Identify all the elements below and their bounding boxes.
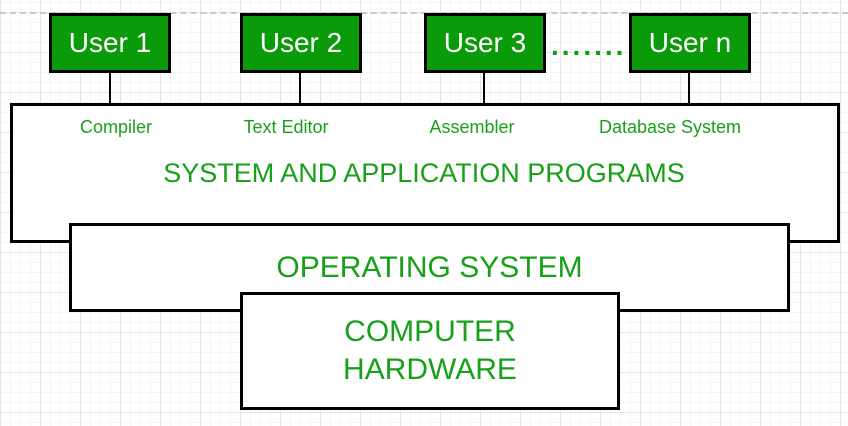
program-label-compiler: Compiler bbox=[79, 117, 153, 137]
system-application-programs-title: SYSTEM AND APPLICATION PROGRAMS bbox=[163, 158, 685, 188]
computer-hardware-title: COMPUTER HARDWARE bbox=[343, 313, 517, 389]
user-2-box: User 2 bbox=[240, 13, 362, 73]
computer-hardware-box: COMPUTER HARDWARE bbox=[240, 292, 620, 410]
user-1-box: User 1 bbox=[49, 13, 171, 73]
operating-system-title: OPERATING SYSTEM bbox=[276, 250, 583, 284]
user-n-box: User n bbox=[629, 13, 751, 73]
computer-hardware-line-2: HARDWARE bbox=[343, 353, 517, 386]
user-3-box: User 3 bbox=[424, 13, 546, 73]
program-label-text-editor: Text Editor bbox=[243, 117, 329, 137]
user-n-connector-line bbox=[688, 72, 690, 104]
user-1-label: User 1 bbox=[68, 27, 152, 58]
program-label-assembler: Assembler bbox=[429, 117, 515, 137]
user-3-label: User 3 bbox=[443, 27, 527, 58]
user-3-connector-line bbox=[483, 72, 485, 104]
user-n-label: User n bbox=[648, 27, 732, 58]
computer-hardware-line-1: COMPUTER bbox=[344, 315, 516, 348]
users-ellipsis-dots: ....... bbox=[551, 30, 627, 61]
user-2-connector-line bbox=[299, 72, 301, 104]
user-1-connector-line bbox=[109, 72, 111, 104]
user-2-label: User 2 bbox=[259, 27, 343, 58]
program-label-database-system: Database System bbox=[598, 117, 742, 137]
